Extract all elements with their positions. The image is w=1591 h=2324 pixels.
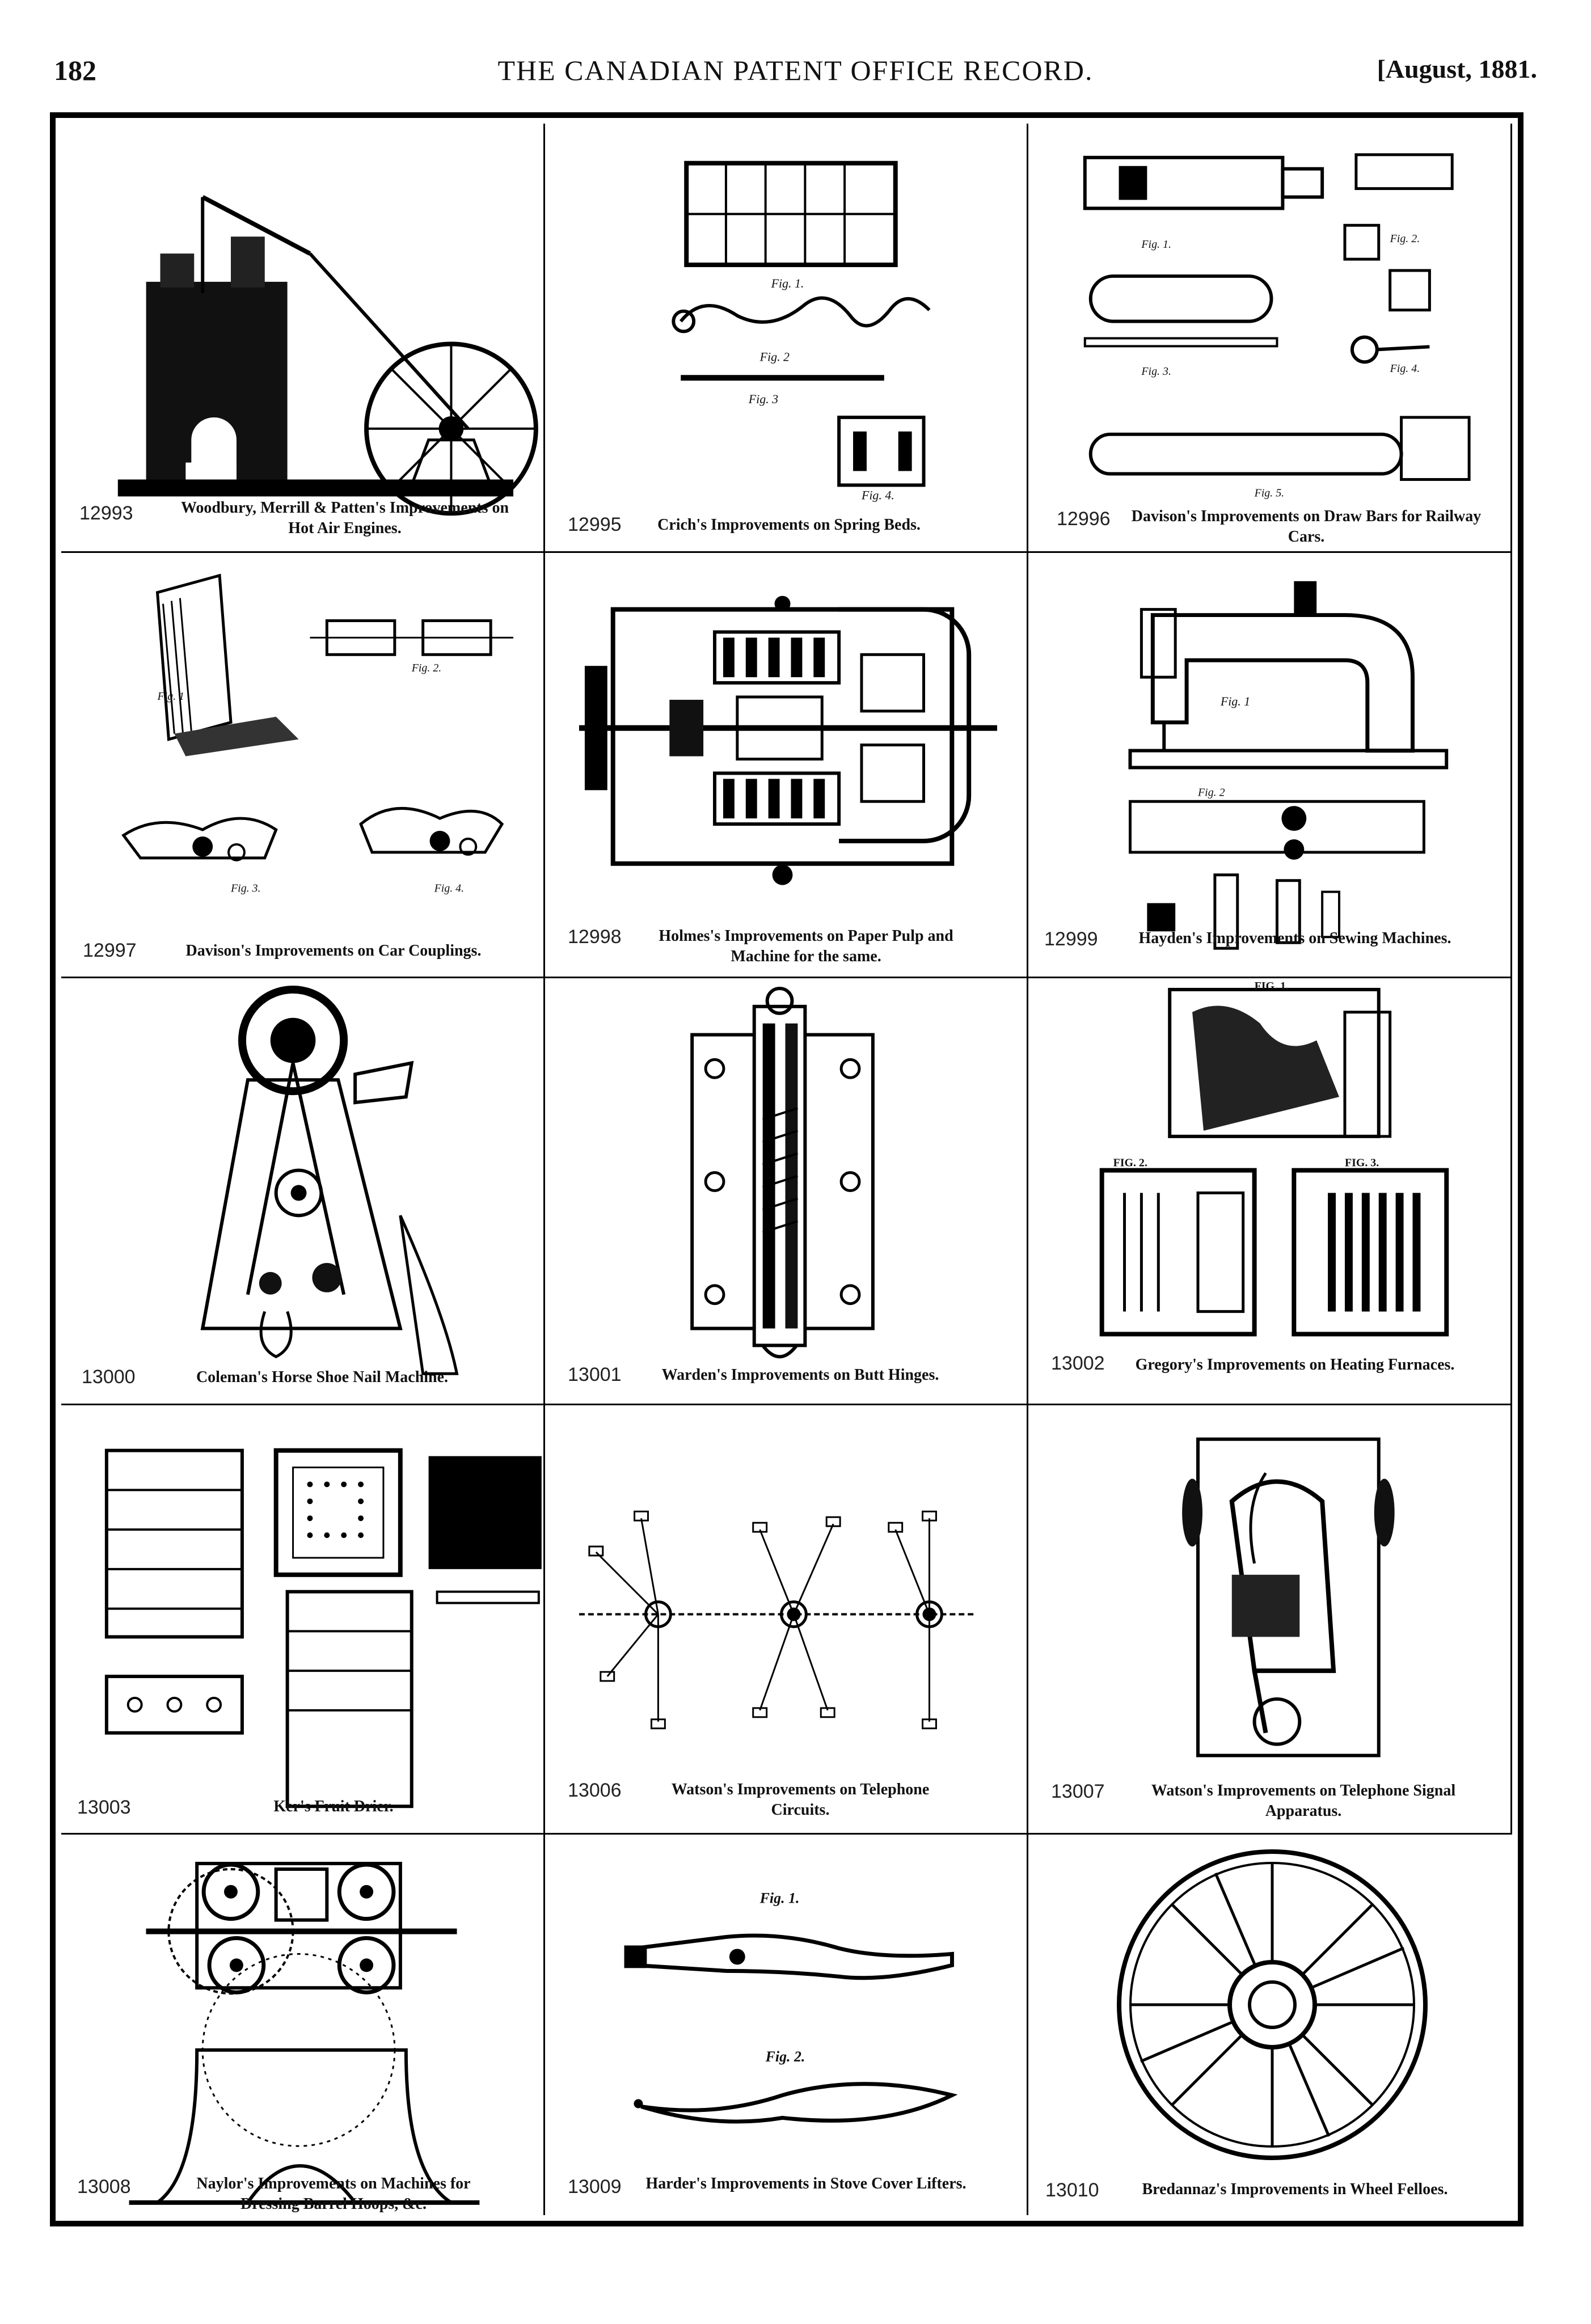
patent-cell-13007: 13007 Watson's Improvements on Telephone… [1028,1405,1512,1835]
telephone-circuit-icon [545,1405,1027,1833]
patent-number: 13006 [568,1780,622,1801]
patent-number: 12996 [1057,508,1111,530]
svg-text:Fig. 1: Fig. 1 [1220,694,1250,708]
spring-bed-icon: Fig. 1. Fig. 2 Fig. 3 Fig. 4. [545,124,1027,551]
patent-cell-13001: 13001 Warden's Improvements on Butt Hing… [545,978,1028,1405]
patent-caption: Ker's Fruit Drier. [273,1798,394,1815]
page-header: 182 THE CANADIAN PATENT OFFICE RECORD. [… [54,54,1537,99]
patent-caption: Naylor's Improvements on Machines for Dr… [196,2175,471,2213]
fruit-drier-icon [61,1405,543,1833]
patent-caption: Harder's Improvements in Stove Cover Lif… [645,2175,967,2192]
page-date: [August, 1881. [1377,54,1537,83]
patent-number: 12998 [568,926,622,948]
patent-number: 12999 [1044,928,1098,950]
patent-number: 13010 [1045,2179,1099,2201]
svg-text:Fig. 2: Fig. 2 [1197,786,1225,798]
patent-caption: Hayden's Improvements on Sewing Machines… [1138,929,1451,947]
hot-air-engine-icon [61,124,543,551]
svg-text:Fig. 3: Fig. 3 [748,392,778,406]
wheel-felloe-icon [1028,1835,1512,2215]
patent-number: 12993 [79,502,133,524]
patent-caption: Warden's Improvements on Butt Hinges. [661,1366,939,1384]
patent-number: 13008 [77,2176,131,2198]
sewing-machine-icon: Fig. 1 Fig. 2 [1028,553,1510,977]
patent-cell-13010: 13010 Bredannaz's Improvements in Wheel … [1028,1835,1512,2215]
page-title: THE CANADIAN PATENT OFFICE RECORD. [497,54,1094,86]
svg-text:Fig. 2: Fig. 2 [759,349,790,364]
patent-cell-13002: FIG. 1. FIG. 2. FIG. 3. 13002 Gregory's … [1028,978,1512,1405]
patent-cell-12997: Fig. 1 Fig. 2. Fig. 3. Fig. 4. 12997 Dav… [61,553,545,978]
car-coupling-icon: Fig. 1 Fig. 2. Fig. 3. Fig. 4. [61,553,543,977]
svg-text:FIG. 2.: FIG. 2. [1113,1157,1147,1169]
patent-cell-12996: Fig. 1. Fig. 2. Fig. 3. Fig. 4. Fig. 5. … [1028,124,1512,553]
svg-text:Fig. 1.: Fig. 1. [771,276,804,290]
patent-cell-12993: 12993 Woodbury, Merrill & Patten's Impro… [61,124,545,553]
patent-number: 13001 [568,1364,622,1385]
svg-text:FIG. 3.: FIG. 3. [1345,1157,1379,1169]
patent-cell-13000: 13000 Coleman's Horse Shoe Nail Machine. [61,978,545,1405]
svg-text:Fig. 4.: Fig. 4. [434,882,465,895]
paper-pulp-machine-icon [545,553,1027,977]
patent-plate: 12993 Woodbury, Merrill & Patten's Impro… [50,112,1524,2226]
patent-number: 13007 [1051,1781,1105,1802]
svg-text:Fig. 4.: Fig. 4. [861,488,894,502]
patent-cell-12995: Fig. 1. Fig. 2 Fig. 3 Fig. 4. 12995 Cric… [545,124,1028,553]
patent-caption: Woodbury, Merrill & Patten's Improvement… [180,499,509,537]
patent-caption: Watson's Improvements on Telephone Signa… [1151,1782,1456,1820]
patent-caption: Davison's Improvements on Car Couplings. [185,942,482,960]
barrel-hoop-machine-icon [61,1835,543,2215]
patent-caption: Holmes's Improvements on Paper Pulp and … [659,927,953,965]
patent-caption: Davison's Improvements on Draw Bars for … [1131,508,1482,546]
patent-cell-13003: 13003 Ker's Fruit Drier. [61,1405,545,1835]
draw-bar-icon: Fig. 1. Fig. 2. Fig. 3. Fig. 4. Fig. 5. [1028,124,1510,551]
heating-furnace-icon: FIG. 1. FIG. 2. FIG. 3. [1028,978,1510,1404]
butt-hinge-icon [545,978,1027,1404]
patent-cell-12999: Fig. 1 Fig. 2 12999 Hayden's Improvement… [1028,553,1512,978]
svg-text:Fig. 1: Fig. 1 [157,690,185,703]
svg-text:Fig. 4.: Fig. 4. [1390,362,1420,375]
svg-text:Fig. 2.: Fig. 2. [765,2048,805,2065]
patent-number: 12995 [568,514,622,535]
patent-caption: Coleman's Horse Shoe Nail Machine. [196,1368,449,1386]
patent-number: 12997 [83,940,137,961]
patent-cell-13008: 13008 Naylor's Improvements on Machines … [61,1835,545,2215]
patent-caption: Crich's Improvements on Spring Beds. [657,516,921,534]
patent-cell-13009: Fig. 1. Fig. 2. 13009 Harder's Improveme… [545,1835,1028,2215]
stove-cover-lifter-icon: Fig. 1. Fig. 2. [545,1835,1027,2215]
patent-caption: Gregory's Improvements on Heating Furnac… [1135,1356,1455,1374]
svg-text:FIG. 1.: FIG. 1. [1255,980,1289,992]
svg-text:Fig. 2.: Fig. 2. [411,662,442,674]
patent-caption: Bredannaz's Improvements in Wheel Felloe… [1142,2181,1448,2198]
patent-cell-12998: 12998 Holmes's Improvements on Paper Pul… [545,553,1028,978]
svg-text:Fig. 3.: Fig. 3. [1141,365,1171,378]
svg-text:Fig. 3.: Fig. 3. [230,882,261,895]
svg-text:Fig. 2.: Fig. 2. [1390,233,1420,245]
page-number: 182 [54,54,96,86]
telephone-signal-icon [1028,1405,1510,1833]
svg-text:Fig. 5.: Fig. 5. [1254,487,1285,499]
svg-text:Fig. 1.: Fig. 1. [1141,238,1171,251]
patent-grid: 12993 Woodbury, Merrill & Patten's Impro… [61,124,1512,2215]
patent-number: 13003 [77,1797,131,1818]
nail-machine-icon [61,978,543,1404]
patent-number: 13002 [1051,1353,1105,1374]
patent-number: 13009 [568,2176,622,2198]
svg-text:Fig. 1.: Fig. 1. [759,1890,800,1907]
patent-caption: Watson's Improvements on Telephone Circu… [671,1781,930,1819]
patent-number: 13000 [82,1366,136,1388]
patent-cell-13006: 13006 Watson's Improvements on Telephone… [545,1405,1028,1835]
